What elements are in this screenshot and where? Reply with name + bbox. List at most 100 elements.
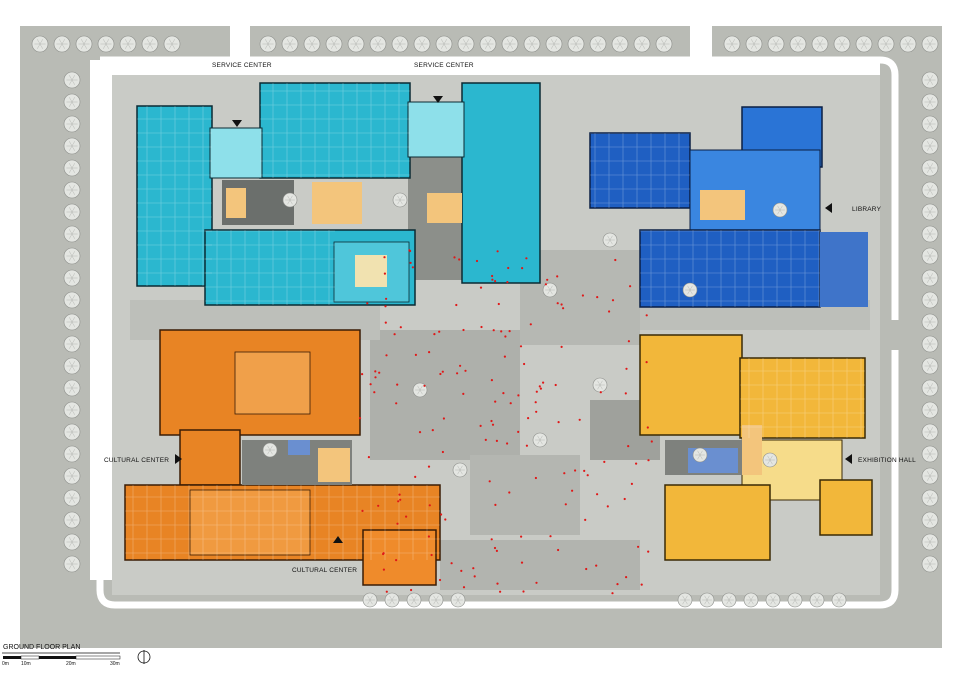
red-dot <box>529 323 532 326</box>
tree-icon <box>833 35 851 53</box>
red-dot <box>440 513 443 516</box>
red-dot <box>479 424 482 427</box>
red-dot <box>645 361 648 364</box>
tree-icon <box>921 137 939 155</box>
tree-icon <box>63 137 81 155</box>
tree-icon <box>921 269 939 287</box>
red-dot <box>520 561 524 564</box>
red-dot <box>441 450 444 454</box>
tree-icon <box>921 159 939 177</box>
red-dot <box>409 261 412 264</box>
tree-icon <box>921 357 939 375</box>
red-dot <box>560 303 563 306</box>
red-dot <box>562 307 565 310</box>
red-dot <box>366 302 369 305</box>
entrance-arrow-icon <box>825 203 832 213</box>
entrance-arrow-icon <box>845 454 852 464</box>
red-dot <box>640 583 643 586</box>
red-dot <box>382 552 385 556</box>
tree-icon <box>921 247 939 265</box>
red-dot <box>480 325 483 329</box>
red-dot <box>629 285 632 288</box>
tree-icon <box>450 592 466 608</box>
tree-icon <box>542 282 558 298</box>
red-dot <box>599 391 602 394</box>
label-service-center-left: SERVICE CENTER <box>212 62 272 69</box>
red-dot <box>497 302 500 306</box>
entrance-arrow-icon <box>175 454 182 464</box>
red-dot <box>458 258 461 261</box>
tree-icon <box>921 445 939 463</box>
red-dot <box>490 419 493 423</box>
tree-icon <box>362 592 378 608</box>
tree-icon <box>921 489 939 507</box>
red-dot <box>438 578 442 582</box>
tree-icon <box>119 35 137 53</box>
tree-icon <box>682 282 698 298</box>
tree-icon <box>282 192 298 208</box>
red-dot <box>630 482 634 485</box>
tree-icon <box>633 35 651 53</box>
tree-icon <box>602 232 618 248</box>
tree-icon <box>63 159 81 177</box>
red-dot <box>383 256 386 259</box>
tree-icon <box>63 313 81 331</box>
red-dot <box>625 367 628 370</box>
tree-icon <box>63 71 81 89</box>
red-dot <box>427 465 431 468</box>
red-dot <box>453 256 456 259</box>
red-dot <box>646 426 649 429</box>
red-dot <box>442 417 445 420</box>
tree-icon <box>921 379 939 397</box>
red-dot <box>520 535 523 538</box>
tree-icon <box>97 35 115 53</box>
tree-icon <box>392 192 408 208</box>
red-dot <box>517 394 520 397</box>
red-dot <box>428 351 431 354</box>
tree-icon <box>567 35 585 53</box>
tree-icon <box>921 291 939 309</box>
plaza-paving-7 <box>440 540 640 590</box>
red-dot <box>499 590 502 593</box>
red-dot <box>507 266 510 270</box>
red-dot <box>396 383 399 386</box>
tree-icon <box>921 225 939 243</box>
red-dot <box>647 459 650 462</box>
label-cultural-center-bottom: CULTURAL CENTER <box>292 567 357 574</box>
red-dot <box>556 302 559 305</box>
tree-icon <box>921 203 939 221</box>
red-dot <box>490 379 493 382</box>
tree-icon <box>655 35 673 53</box>
tree-icon <box>772 202 788 218</box>
scale-tick-label: 30m <box>110 661 120 667</box>
red-dot <box>393 333 396 336</box>
label-library: LIBRARY <box>852 206 882 213</box>
tree-icon <box>743 592 759 608</box>
red-dot <box>581 294 585 297</box>
red-dot <box>491 423 495 426</box>
red-dot <box>608 310 611 313</box>
tree-icon <box>391 35 409 53</box>
tree-icon <box>921 181 939 199</box>
red-dot <box>546 278 549 281</box>
tree-icon <box>63 291 81 309</box>
red-dot <box>495 549 498 553</box>
red-dot <box>502 392 505 395</box>
tree-icon <box>63 445 81 463</box>
red-dot <box>484 438 487 441</box>
tree-icon <box>347 35 365 53</box>
tree-icon <box>63 423 81 441</box>
red-dot <box>409 249 412 253</box>
tree-icon <box>369 35 387 53</box>
tree-icon <box>787 592 803 608</box>
tree-icon <box>765 592 781 608</box>
red-dot <box>373 391 376 394</box>
red-dot <box>441 370 444 373</box>
red-dot <box>377 504 380 507</box>
red-dot <box>488 480 491 483</box>
red-dot <box>495 439 498 442</box>
tree-icon <box>31 35 49 53</box>
red-dot <box>627 340 631 343</box>
tree-icon <box>63 269 81 287</box>
red-dot <box>522 590 525 593</box>
